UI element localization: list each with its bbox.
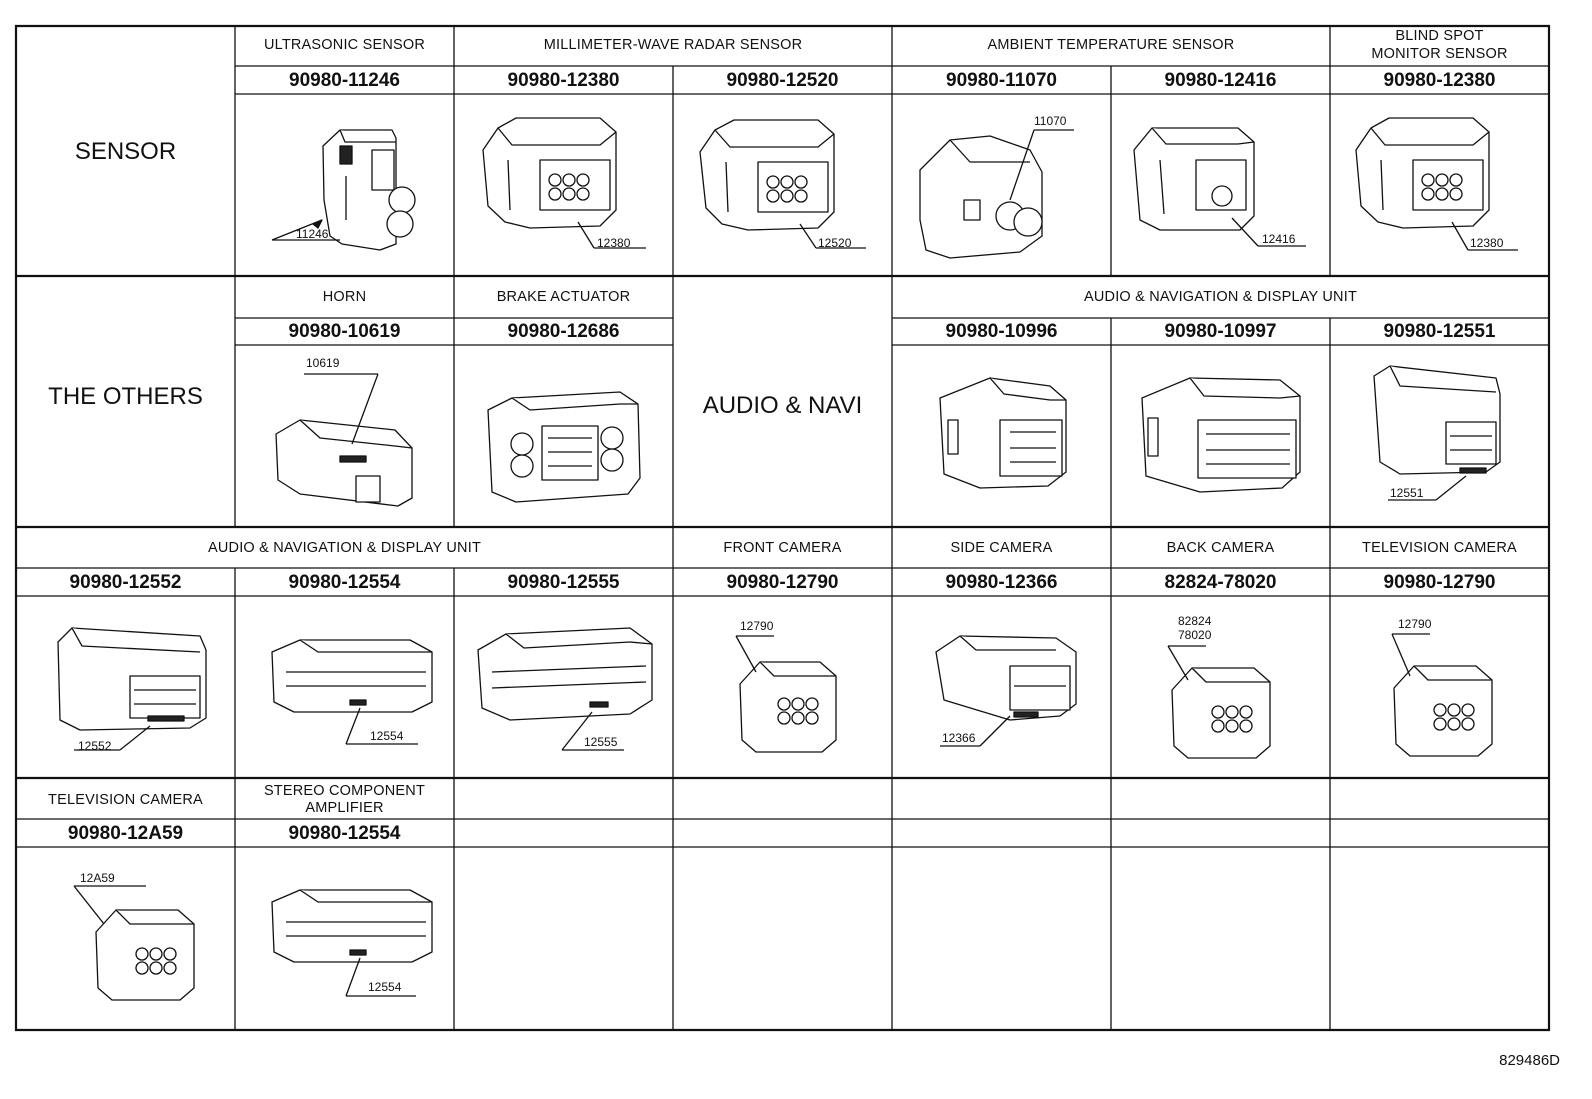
category-stereo-amp-line1: STEREO COMPONENT: [263, 783, 426, 799]
part-number: 90980-10997: [1164, 321, 1277, 342]
connector-drawing-12790-front: [736, 636, 836, 752]
callout-label: 12380: [597, 236, 631, 250]
part-number: 90980-12380: [507, 70, 620, 91]
callout-label: 12555: [584, 735, 618, 749]
category-television-camera: TELEVISION CAMERA: [1362, 540, 1517, 556]
part-number: 90980-12554: [288, 572, 401, 593]
part-number: 90980-12554: [288, 823, 401, 844]
connector-drawing-12554: [272, 640, 432, 744]
connector-drawing-10997: [1142, 378, 1300, 492]
callout-label: 12380: [1470, 236, 1504, 250]
category-back-camera: BACK CAMERA: [1166, 540, 1275, 556]
group-label-the-others: THE OTHERS: [48, 383, 203, 410]
part-number: 90980-12520: [726, 70, 839, 91]
part-number: 90980-11246: [289, 70, 400, 91]
callout-label: 12552: [78, 739, 112, 753]
callout-label: 82824: [1178, 614, 1212, 628]
part-number: 90980-12551: [1383, 321, 1496, 342]
drawing-id: 829486D: [1499, 1052, 1560, 1069]
connector-drawing-12520: [700, 120, 866, 248]
connector-drawing-11070: [920, 130, 1074, 258]
connector-drawing-11246: [272, 130, 415, 250]
callout-label: 12A59: [80, 871, 115, 885]
connector-drawing-12552: [58, 628, 206, 750]
callout-label: 10619: [306, 356, 340, 370]
callout-label: 12554: [370, 729, 404, 743]
connector-drawing-12380-bsm: [1356, 118, 1518, 250]
callout-label: 12551: [1390, 486, 1424, 500]
category-audio-navigation-display-unit: AUDIO & NAVIGATION & DISPLAY UNIT: [1083, 289, 1358, 305]
connector-drawing-12555: [478, 628, 652, 750]
category-audio-navi: AUDIO & NAVI: [702, 392, 863, 419]
part-number: 90980-12416: [1164, 70, 1277, 91]
category-ambient-temperature-sensor: AMBIENT TEMPERATURE SENSOR: [987, 37, 1235, 53]
category-ultrasonic-sensor: ULTRASONIC SENSOR: [263, 37, 426, 53]
category-audio-navigation-display-unit: AUDIO & NAVIGATION & DISPLAY UNIT: [207, 540, 482, 556]
part-number: 90980-12555: [507, 572, 620, 593]
connector-drawing-12380: [483, 118, 646, 248]
connector-drawing-82824-78020: [1168, 646, 1270, 758]
connector-drawing-12554-amp: [272, 890, 432, 996]
part-number: 90980-12552: [69, 572, 182, 593]
callout-label: 12366: [942, 731, 976, 745]
connector-drawing-10996: [940, 378, 1066, 488]
part-number: 90980-12790: [726, 572, 839, 593]
category-millimeter-wave-radar-sensor: MILLIMETER-WAVE RADAR SENSOR: [543, 37, 803, 53]
category-blind-spot-line2: MONITOR SENSOR: [1371, 46, 1508, 62]
connector-drawing-12416: [1134, 128, 1306, 246]
category-horn: HORN: [322, 289, 367, 305]
category-television-camera: TELEVISION CAMERA: [48, 792, 203, 808]
connector-drawing-12686: [488, 392, 640, 502]
part-number: 90980-11070: [946, 70, 1057, 91]
connector-drawing-10619: [276, 374, 412, 506]
callout-label: 12790: [740, 619, 774, 633]
callout-label: 78020: [1178, 628, 1212, 642]
callout-label: 12520: [818, 236, 852, 250]
connector-drawing-12a59: [74, 886, 194, 1000]
callout-label: 12554: [368, 980, 402, 994]
connector-drawing-12551: [1374, 366, 1500, 500]
category-blind-spot-line1: BLIND SPOT: [1395, 28, 1484, 44]
category-side-camera: SIDE CAMERA: [950, 540, 1053, 556]
part-number: 82824-78020: [1164, 572, 1277, 593]
callout-label: 12790: [1398, 617, 1432, 631]
part-number: 90980-10996: [945, 321, 1058, 342]
part-number: 90980-12366: [945, 572, 1058, 593]
connector-drawing-12366: [936, 636, 1076, 746]
part-number: 90980-12A59: [67, 823, 184, 844]
category-brake-actuator: BRAKE ACTUATOR: [496, 289, 631, 305]
callout-label: 11070: [1034, 114, 1067, 128]
callout-label: 12416: [1262, 232, 1296, 246]
part-number: 90980-12686: [507, 321, 620, 342]
part-number: 90980-12790: [1383, 572, 1496, 593]
part-number: 90980-10619: [288, 321, 401, 342]
category-front-camera: FRONT CAMERA: [723, 540, 842, 556]
category-stereo-amp-line2: AMPLIFIER: [305, 800, 384, 816]
callout-label: 11246: [296, 227, 329, 241]
group-label-sensor: SENSOR: [74, 138, 177, 165]
part-number: 90980-12380: [1383, 70, 1496, 91]
connector-drawing-12790-tv: [1392, 634, 1492, 756]
